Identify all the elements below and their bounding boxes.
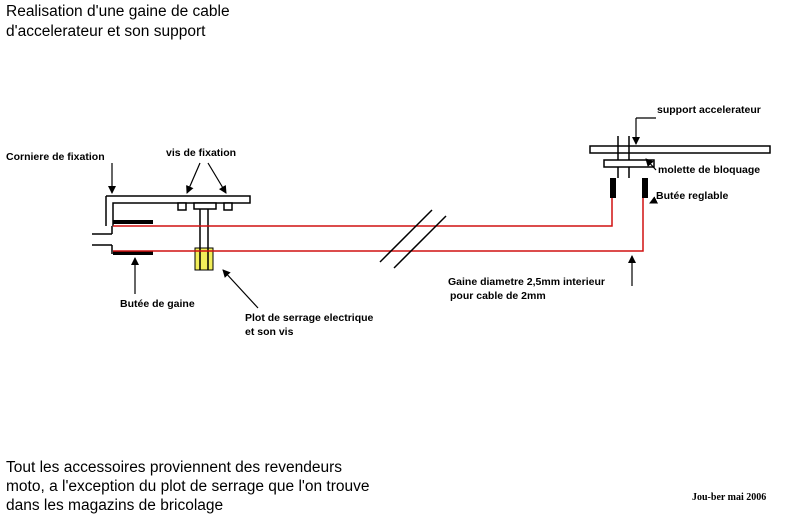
cable-sheath	[113, 188, 644, 252]
vis-de-fixation	[177, 202, 233, 211]
label-plot: Plot de serrage electrique et son vis	[245, 311, 373, 339]
title-line-2: d'accelerateur et son support	[6, 23, 206, 40]
footer-line-3: dans les magazins de bricolage	[6, 497, 224, 514]
title-line-1: Realisation d'une gaine de cable	[6, 3, 230, 20]
label-butee-reglable: Butée reglable	[656, 190, 729, 202]
butee-reglable	[610, 178, 648, 198]
corniere-bracket	[105, 195, 251, 226]
credit: Jou-ber mai 2006	[692, 492, 767, 503]
left-sleeve	[92, 226, 113, 254]
leader-lines	[108, 117, 659, 309]
label-butee-gaine: Butée de gaine	[120, 298, 195, 310]
support-accelerateur	[589, 136, 771, 178]
footer-line-2: moto, a l'exception du plot de serrage q…	[6, 478, 370, 495]
butee-de-gaine	[113, 220, 153, 255]
label-support: support accelerateur	[657, 104, 761, 116]
label-vis-fixation: vis de fixation	[166, 147, 237, 159]
footer-line-1: Tout les accessoires proviennent des rev…	[6, 459, 343, 476]
label-plot-line-2: et son vis	[245, 326, 294, 338]
label-corniere: Corniere de fixation	[6, 151, 105, 163]
break-mark	[379, 209, 447, 269]
label-molette: molette de bloquage	[658, 164, 761, 176]
footer-note: Tout les accessoires proviennent des rev…	[6, 458, 370, 515]
plot-de-serrage	[193, 202, 217, 271]
label-gaine-line-1: Gaine diametre 2,5mm interieur	[448, 276, 605, 288]
label-plot-line-1: Plot de serrage electrique	[245, 312, 374, 324]
label-gaine: Gaine diametre 2,5mm interieur pour cabl…	[448, 275, 605, 303]
diagram-title: Realisation d'une gaine de cable d'accel…	[6, 2, 230, 42]
label-gaine-line-2: pour cable de 2mm	[450, 290, 546, 302]
